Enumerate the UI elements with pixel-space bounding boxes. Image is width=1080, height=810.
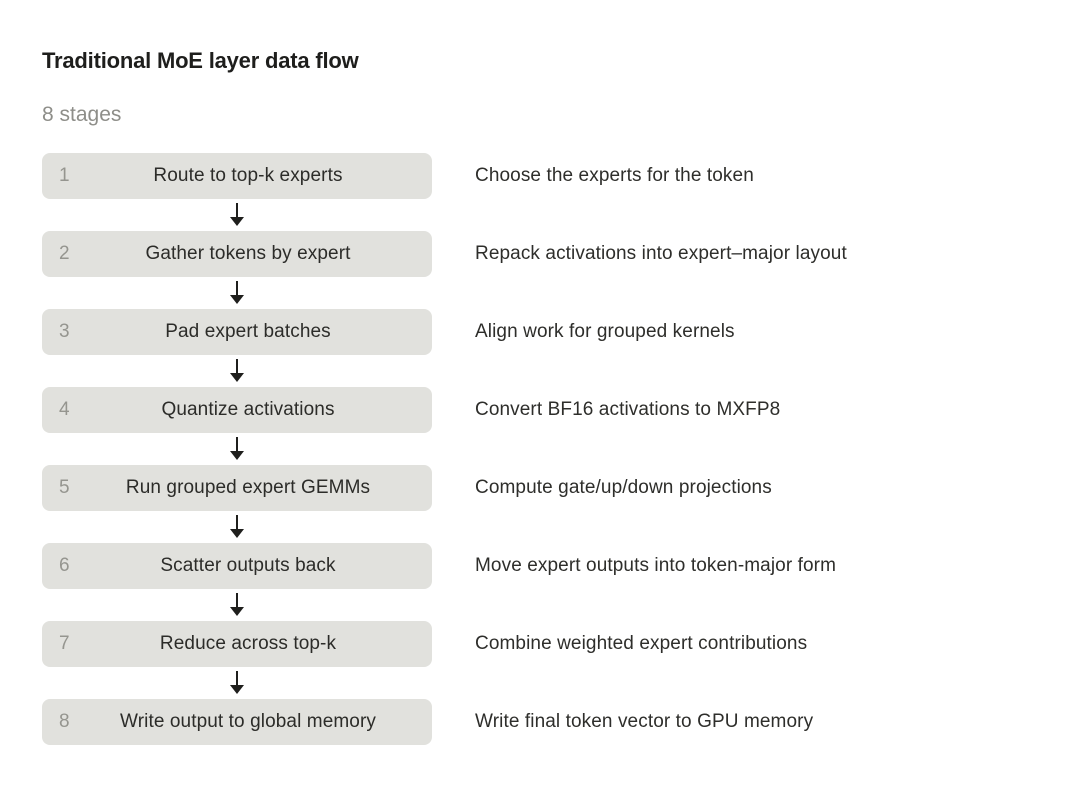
stage-box-7: 7 Reduce across top-k (42, 620, 432, 667)
arrow-line (236, 203, 238, 218)
stage-box-2: 2 Gather tokens by expert (42, 230, 432, 277)
page-title: Traditional MoE layer data flow (42, 48, 359, 73)
stage-row-5: 5 Run grouped expert GEMMs Compute gate/… (42, 464, 1080, 511)
stage-label: Write output to global memory (120, 710, 376, 732)
stage-row-7: 7 Reduce across top-k Combine weighted e… (42, 620, 1080, 667)
down-arrow-icon (42, 355, 432, 387)
stage-description: Convert BF16 activations to MXFP8 (475, 398, 781, 420)
stage-number: 2 (59, 242, 70, 264)
arrow-head (230, 373, 244, 383)
stage-label: Scatter outputs back (160, 554, 336, 576)
arrow-line (236, 437, 238, 452)
down-arrow-icon (42, 589, 432, 621)
down-arrow-icon (42, 667, 432, 699)
arrow-line (236, 515, 238, 530)
stage-number: 5 (59, 476, 70, 498)
stage-box-3: 3 Pad expert batches (42, 308, 432, 355)
arrow-head (230, 685, 244, 695)
arrow-head (230, 607, 244, 617)
arrow-head (230, 295, 244, 305)
stage-row-2: 2 Gather tokens by expert Repack activat… (42, 230, 1080, 277)
stage-number: 6 (59, 554, 70, 576)
stage-label: Run grouped expert GEMMs (125, 476, 371, 498)
stage-box-6: 6 Scatter outputs back (42, 542, 432, 589)
stage-label: Reduce across top-k (159, 632, 337, 654)
stage-label: Pad expert batches (165, 320, 331, 342)
arrow-line (236, 359, 238, 374)
stage-description: Move expert outputs into token-major for… (475, 554, 837, 576)
stage-number: 3 (59, 320, 70, 342)
stage-description: Align work for grouped kernels (475, 320, 735, 342)
stage-number: 8 (59, 710, 70, 732)
stage-count-subtitle: 8 stages (42, 103, 122, 127)
stage-description: Repack activations into expert–major lay… (475, 242, 847, 264)
stage-row-3: 3 Pad expert batches Align work for grou… (42, 308, 1080, 355)
stage-box-4: 4 Quantize activations (42, 386, 432, 433)
stage-description: Compute gate/up/down projections (475, 476, 772, 498)
stage-number: 7 (59, 632, 70, 654)
arrow-line (236, 671, 238, 686)
stage-label: Route to top-k experts (153, 164, 343, 186)
stage-box-1: 1 Route to top-k experts (42, 152, 432, 199)
arrow-line (236, 281, 238, 296)
stage-row-8: 8 Write output to global memory Write fi… (42, 698, 1080, 745)
stage-row-6: 6 Scatter outputs back Move expert outpu… (42, 542, 1080, 589)
down-arrow-icon (42, 433, 432, 465)
arrow-line (236, 593, 238, 608)
arrow-head (230, 217, 244, 227)
stage-box-8: 8 Write output to global memory (42, 698, 432, 745)
down-arrow-icon (42, 277, 432, 309)
flow-diagram: 1 Route to top-k experts Choose the expe… (42, 152, 1080, 745)
stage-description: Write final token vector to GPU memory (475, 710, 814, 732)
stage-description: Combine weighted expert contributions (475, 632, 808, 654)
down-arrow-icon (42, 511, 432, 543)
stage-row-1: 1 Route to top-k experts Choose the expe… (42, 152, 1080, 199)
stage-number: 4 (59, 398, 70, 420)
diagram-container: Traditional MoE layer data flow 8 stages… (42, 48, 1080, 745)
stage-description: Choose the experts for the token (475, 164, 754, 186)
stage-label: Quantize activations (161, 398, 335, 420)
stage-label: Gather tokens by expert (145, 242, 351, 264)
stage-number: 1 (59, 164, 70, 186)
stage-box-5: 5 Run grouped expert GEMMs (42, 464, 432, 511)
down-arrow-icon (42, 199, 432, 231)
arrow-head (230, 529, 244, 539)
arrow-head (230, 451, 244, 461)
stage-row-4: 4 Quantize activations Convert BF16 acti… (42, 386, 1080, 433)
